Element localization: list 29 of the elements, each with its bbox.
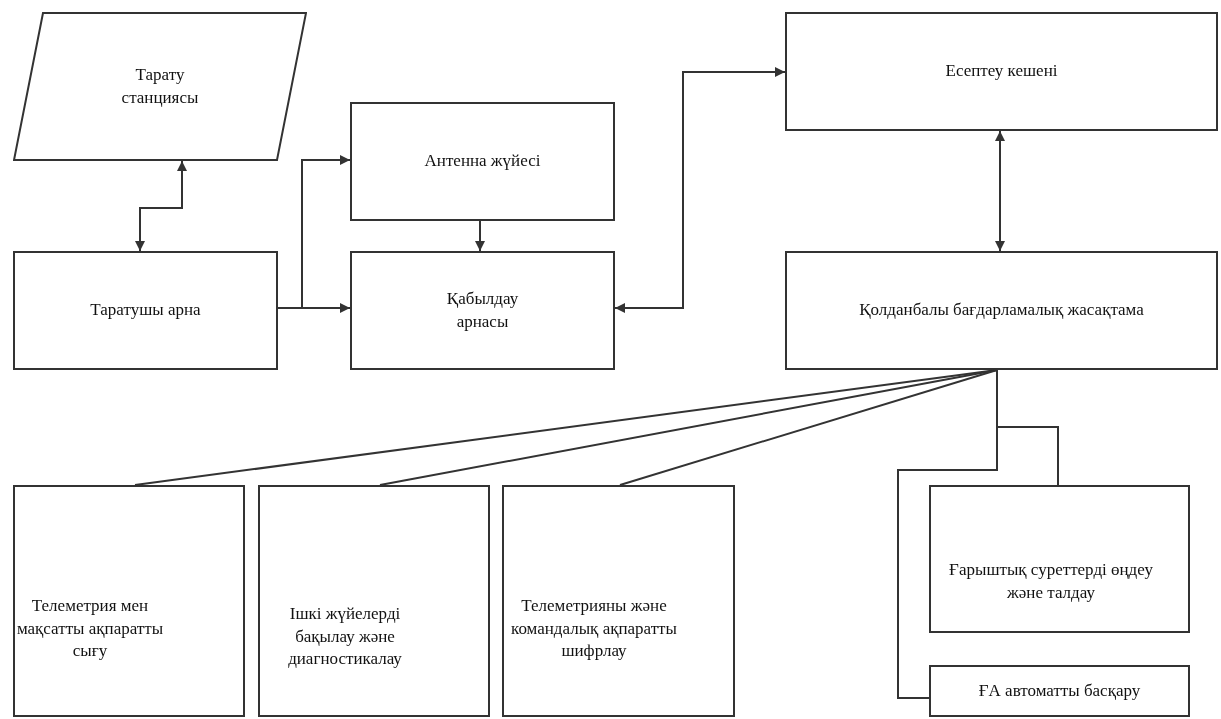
- process-box: [13, 251, 278, 370]
- box-label: Таратушы арна: [90, 299, 201, 322]
- box-label: Қолданбалы бағдарламалық жасақтама: [859, 299, 1144, 322]
- process-box: [13, 485, 245, 717]
- box-label: Ғарыштық суреттерді өңдеу және талдау: [948, 559, 1154, 604]
- parallelogram-shape: [13, 12, 307, 161]
- arrow: [475, 220, 485, 252]
- arrow: [614, 67, 786, 313]
- process-box: [350, 102, 615, 221]
- arrow: [135, 160, 187, 252]
- process-box: [502, 485, 735, 717]
- box-label: Есептеу кешені: [945, 60, 1058, 83]
- box-label: Телеметрияны және командалық ақпаратты шифрлау: [510, 594, 678, 663]
- arrow: [995, 130, 1005, 252]
- process-box: [929, 665, 1190, 717]
- box-label: Ішкі жүйелерді бақылау және диагностикалау: [287, 602, 403, 671]
- process-box: [258, 485, 490, 717]
- box-label: ҒА автоматты басқару: [978, 679, 1141, 702]
- process-box: [785, 251, 1218, 370]
- arrow: [277, 303, 351, 313]
- process-box: [785, 12, 1218, 131]
- process-box: [350, 251, 615, 370]
- process-box: [929, 485, 1190, 633]
- box-label: Антенна жүйесі: [424, 150, 541, 173]
- box-label: Қабылдау арнасы: [445, 287, 520, 333]
- connector-line: [619, 369, 998, 486]
- connector-line: [379, 369, 998, 486]
- box-label: Телеметрия мен мақсатты ақпаратты сығу: [15, 594, 165, 663]
- box-label: Тарату станциясы: [120, 63, 200, 109]
